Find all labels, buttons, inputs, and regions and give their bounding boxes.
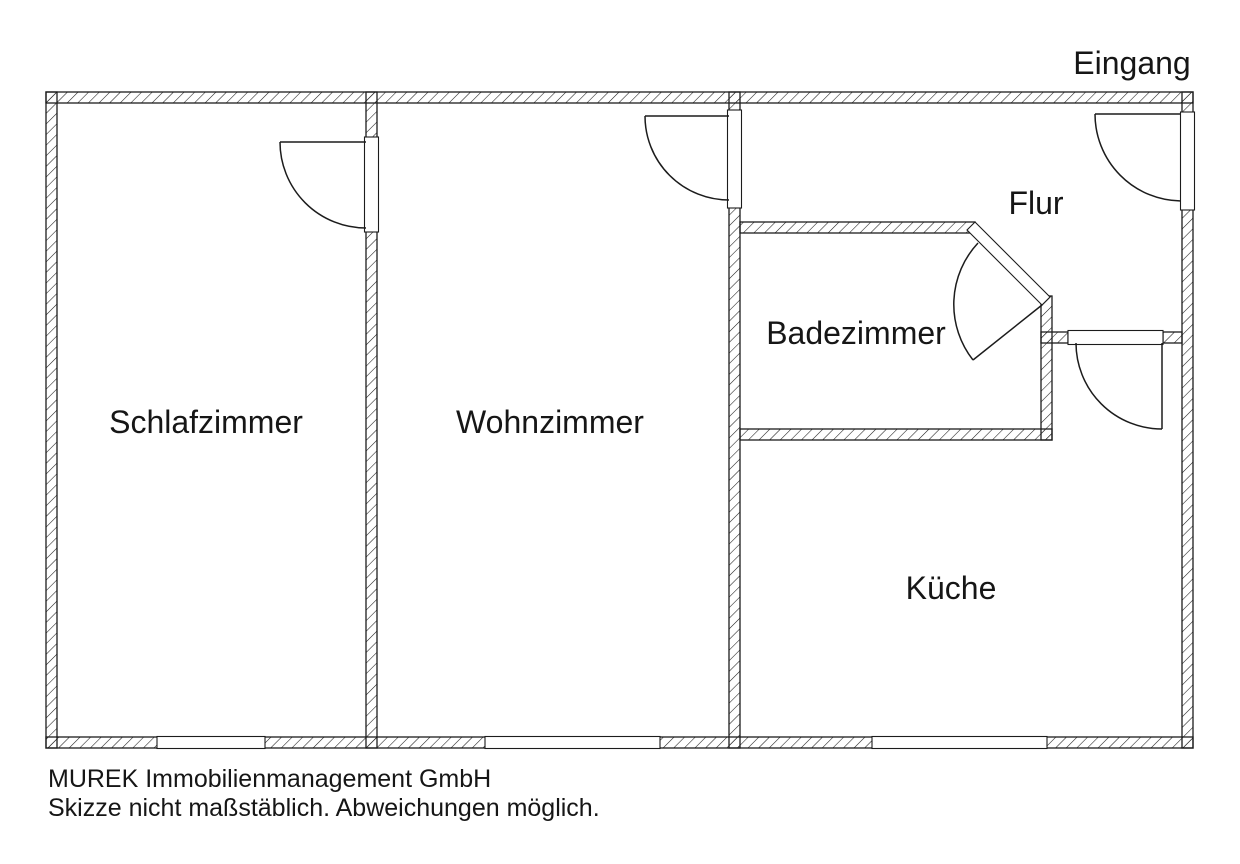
- entrance-label: Eingang: [1073, 45, 1190, 81]
- entrance-door: [1094, 113, 1182, 202]
- kitchen-wall-stub-left: [1040, 331, 1069, 344]
- room-label-schlafzimmer: Schlafzimmer: [109, 404, 303, 440]
- inner-wall-schlafzimmer-wohnzimmer: [365, 91, 378, 749]
- bathroom-door-swing-arc: [953, 242, 979, 361]
- outer-wall-left: [45, 91, 58, 749]
- kitchen-door-opening: [1067, 329, 1164, 346]
- bathroom-door-leaf: [972, 304, 1043, 361]
- window-wohnzimmer: [484, 735, 661, 750]
- outer-wall-top: [45, 91, 1194, 104]
- wall-openings: [156, 109, 1196, 750]
- bathroom-door: [953, 242, 1043, 361]
- wohnzimmer-door-swing-arc: [644, 115, 730, 201]
- entrance-door-swing-arc: [1094, 113, 1182, 202]
- wohnzimmer-door-opening: [726, 109, 743, 209]
- outer-wall-right: [1181, 91, 1194, 749]
- kitchen-door: [1075, 342, 1163, 430]
- window-kueche: [871, 735, 1048, 750]
- footer-company: MUREK Immobilienmanagement GmbH: [48, 765, 491, 793]
- schlafzimmer-door-opening: [363, 136, 380, 233]
- window-schlafzimmer: [156, 735, 266, 750]
- inner-walls: [365, 91, 1183, 749]
- kitchen-door-swing-arc: [1075, 342, 1163, 430]
- doors: [279, 113, 1182, 430]
- bathroom-wall-right: [1040, 295, 1053, 441]
- bathroom-door-opening-diagonal: [966, 221, 1051, 306]
- schlafzimmer-door-swing-arc: [279, 141, 367, 229]
- footer-disclaimer: Skizze nicht maßstäblich. Abweichungen m…: [48, 794, 600, 822]
- room-label-badezimmer: Badezimmer: [766, 315, 946, 351]
- wohnzimmer-door: [644, 115, 730, 201]
- schlafzimmer-door: [279, 141, 367, 229]
- labels: Eingang Schlafzimmer Wohnzimmer Badezimm…: [48, 45, 1191, 822]
- room-label-flur: Flur: [1008, 185, 1063, 221]
- entrance-door-opening: [1179, 111, 1196, 211]
- room-label-wohnzimmer: Wohnzimmer: [456, 404, 644, 440]
- inner-wall-wohnzimmer-kueche: [728, 91, 741, 749]
- bathroom-wall-bottom: [739, 428, 1053, 441]
- bathroom-wall-top: [739, 221, 976, 234]
- kitchen-wall-stub-right: [1162, 331, 1183, 344]
- room-label-kueche: Küche: [906, 570, 997, 606]
